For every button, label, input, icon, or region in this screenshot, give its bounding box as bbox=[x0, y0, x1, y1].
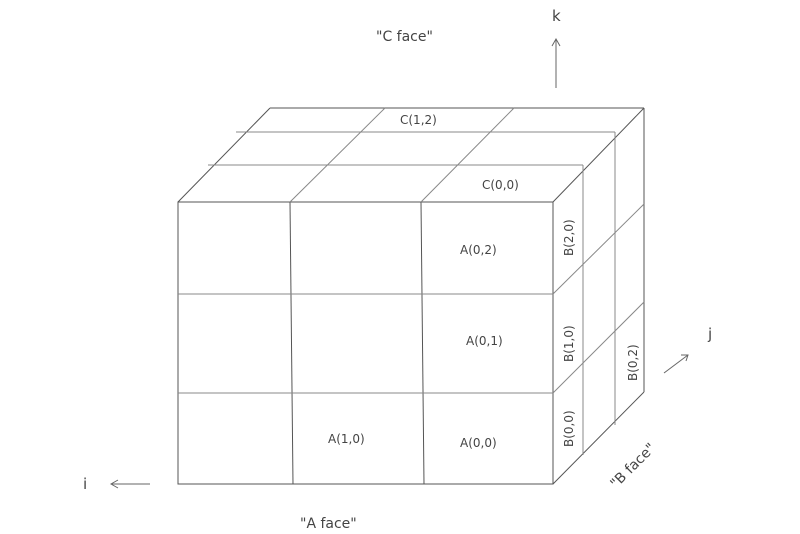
axis-j-label: j bbox=[707, 325, 712, 343]
cell-a02: A(0,2) bbox=[460, 243, 497, 257]
side-face-edge bbox=[552, 391, 645, 485]
axis-i-arrowhead bbox=[109, 479, 119, 489]
cell-b02: B(0,2) bbox=[626, 344, 640, 381]
cell-c00: C(0,0) bbox=[482, 178, 519, 192]
side-grid-line bbox=[552, 203, 645, 295]
c-face-label: "C face" bbox=[376, 29, 433, 45]
axis-i: i bbox=[83, 475, 150, 493]
cell-a00: A(0,0) bbox=[460, 436, 497, 450]
axis-k: k bbox=[551, 7, 561, 88]
cell-c12: C(1,2) bbox=[400, 113, 437, 127]
axis-j-arrow bbox=[663, 354, 689, 374]
top-grid-line bbox=[420, 107, 515, 203]
cell-b20: B(2,0) bbox=[562, 219, 576, 256]
cell-a01: A(0,1) bbox=[466, 334, 503, 348]
a-face-label: "A face" bbox=[300, 516, 357, 532]
front-grid-line bbox=[420, 201, 425, 485]
axis-i-label: i bbox=[83, 475, 87, 493]
axis-k-label: k bbox=[552, 7, 561, 25]
front-face-outline bbox=[177, 201, 554, 485]
top-face bbox=[177, 107, 645, 203]
top-face-edge bbox=[177, 107, 271, 203]
axis-k-arrowhead bbox=[551, 37, 561, 47]
cell-b10: B(1,0) bbox=[562, 325, 576, 362]
front-grid-line bbox=[289, 201, 294, 485]
side-grid-line bbox=[552, 301, 645, 394]
top-grid-line bbox=[289, 107, 386, 203]
top-face-edge bbox=[552, 107, 645, 203]
axis-j-arrowhead bbox=[681, 354, 689, 362]
front-face bbox=[177, 201, 554, 485]
cell-b00: B(0,0) bbox=[562, 410, 576, 447]
side-face bbox=[552, 108, 645, 485]
axis-j: j bbox=[663, 325, 712, 374]
b-face-label: "B face" bbox=[608, 440, 659, 491]
cell-a10: A(1,0) bbox=[328, 432, 365, 446]
